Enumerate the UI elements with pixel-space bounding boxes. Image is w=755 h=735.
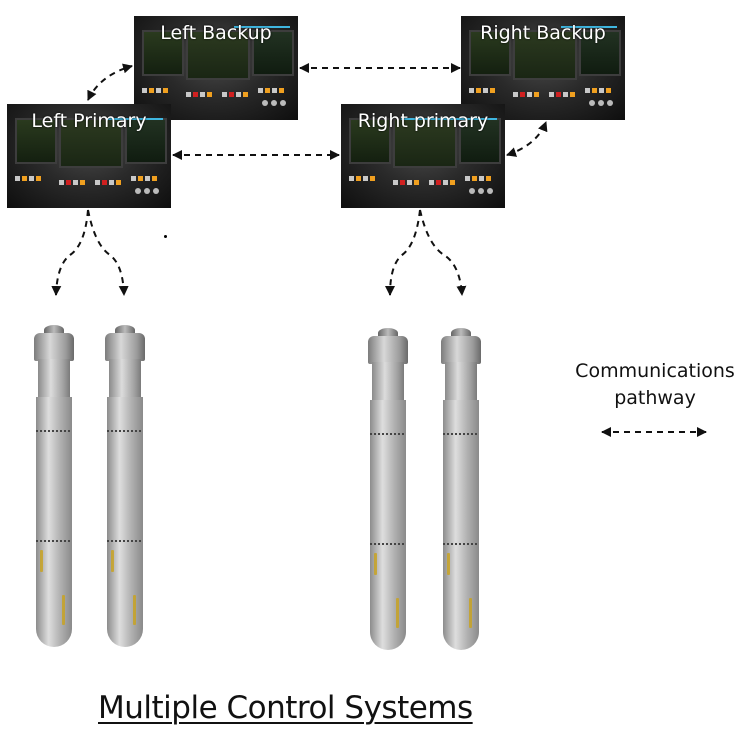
panel-buttons — [59, 180, 85, 185]
torpedo-rust — [133, 595, 136, 625]
arrow-right-primary-torpedo-4 — [419, 209, 467, 296]
torpedo-neck — [109, 359, 141, 399]
left-primary-label: Left Primary — [31, 110, 147, 132]
torpedo-tail-fins — [105, 333, 145, 361]
panel-buttons — [349, 176, 375, 181]
torpedo-rust — [62, 595, 65, 625]
panel-indicator-bar — [107, 118, 163, 120]
torpedo-rust — [111, 550, 114, 572]
arrow-left-backup-left-primary — [87, 63, 133, 101]
panel-knobs — [469, 188, 493, 194]
torpedo-rust — [469, 598, 472, 628]
left-backup-panel: Left Backup — [134, 16, 298, 120]
torpedo-body — [370, 400, 406, 650]
panel-screen — [459, 118, 501, 164]
torpedo-propeller — [44, 325, 64, 335]
torpedo-rivet-ring — [36, 430, 72, 432]
legend-line-1: Communications — [575, 360, 735, 382]
panel-screen — [579, 30, 621, 76]
right-primary-panel: Right primary — [341, 104, 505, 208]
panel-screen — [513, 30, 577, 80]
torpedo-rivet-ring — [107, 540, 143, 542]
torpedo-body — [443, 400, 479, 650]
right-backup-label: Right Backup — [480, 22, 606, 44]
panel-screen — [349, 118, 391, 164]
panel-buttons — [469, 88, 495, 93]
panel-buttons — [142, 88, 168, 93]
torpedo-rivet-ring — [443, 433, 479, 435]
torpedo-rivet-ring — [107, 430, 143, 432]
panel-buttons — [429, 180, 455, 185]
panel-knobs — [589, 100, 613, 106]
panel-knobs — [262, 100, 286, 106]
arrow-right-backup-right-primary — [506, 121, 548, 157]
torpedo-rust — [374, 553, 377, 575]
panel-knobs — [135, 188, 159, 194]
panel-indicator-bar — [234, 26, 290, 28]
panel-buttons — [465, 176, 491, 181]
panel-screen — [252, 30, 294, 76]
torpedo-propeller — [115, 325, 135, 335]
torpedo-neck — [38, 359, 70, 399]
torpedo-tail-fins — [34, 333, 74, 361]
torpedo-4 — [439, 328, 483, 653]
torpedo-rust — [447, 553, 450, 575]
panel-buttons — [186, 92, 212, 97]
panel-buttons — [258, 88, 284, 93]
panel-screen — [142, 30, 184, 76]
torpedo-rivet-ring — [370, 543, 406, 545]
torpedo-1 — [32, 325, 76, 650]
panel-buttons — [549, 92, 575, 97]
panel-screen — [15, 118, 57, 164]
torpedo-rivet-ring — [36, 540, 72, 542]
panel-indicator-bar — [561, 26, 617, 28]
torpedo-2 — [103, 325, 147, 650]
panel-buttons — [393, 180, 419, 185]
torpedo-tail-fins — [368, 336, 408, 364]
panel-screen — [59, 118, 123, 168]
left-primary-panel: Left Primary — [7, 104, 171, 208]
torpedo-neck — [445, 362, 477, 402]
legend-line-2: pathway — [614, 387, 696, 409]
torpedo-body — [107, 397, 143, 647]
panel-buttons — [95, 180, 121, 185]
torpedo-tail-fins — [441, 336, 481, 364]
diagram-title: Multiple Control Systems — [98, 690, 473, 726]
torpedo-rivet-ring — [443, 543, 479, 545]
panel-buttons — [585, 88, 611, 93]
arrow-right-primary-torpedo-3 — [385, 209, 421, 296]
arrow-left-primary-torpedo-2 — [87, 209, 129, 296]
panel-buttons — [131, 176, 157, 181]
panel-screen — [393, 118, 457, 168]
arrow-left-primary-torpedo-1 — [51, 209, 89, 296]
panel-buttons — [222, 92, 248, 97]
torpedo-rust — [396, 598, 399, 628]
panel-screen — [469, 30, 511, 76]
torpedo-body — [36, 397, 72, 647]
panel-indicator-bar — [401, 118, 497, 120]
panel-screen — [125, 118, 167, 164]
panel-buttons — [15, 176, 41, 181]
legend: Communications pathway — [560, 358, 750, 412]
right-backup-panel: Right Backup — [461, 16, 625, 120]
panel-screen — [186, 30, 250, 80]
right-primary-label: Right primary — [357, 110, 489, 132]
torpedo-3 — [366, 328, 410, 653]
left-backup-label: Left Backup — [160, 22, 272, 44]
stray-dot — [164, 235, 167, 238]
torpedo-neck — [372, 362, 404, 402]
torpedo-rivet-ring — [370, 433, 406, 435]
torpedo-rust — [40, 550, 43, 572]
panel-buttons — [513, 92, 539, 97]
torpedo-propeller — [451, 328, 471, 338]
torpedo-propeller — [378, 328, 398, 338]
